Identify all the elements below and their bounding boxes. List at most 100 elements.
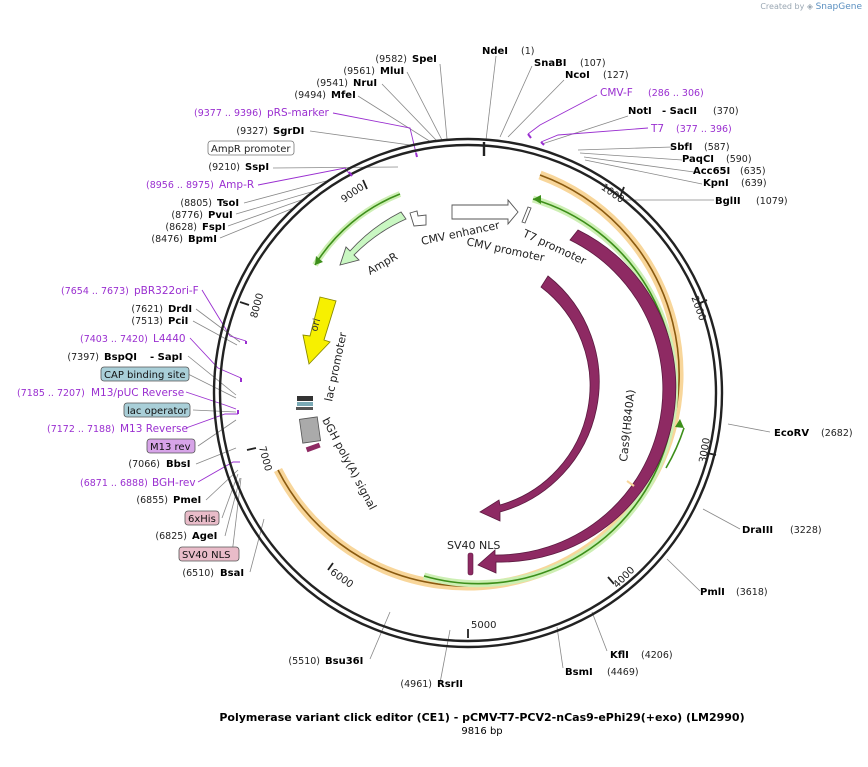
tick-5000: 5000 <box>471 620 496 631</box>
site-bpmi[interactable]: BpmI <box>188 234 217 245</box>
sv40-nls-marker <box>467 552 474 576</box>
site-pos: (1) <box>521 46 534 57</box>
primer-t7[interactable]: T7 <box>650 123 664 135</box>
feature-m13-rev[interactable]: M13 rev <box>150 442 191 453</box>
site-pos: (639) <box>741 178 767 189</box>
branding: Created by ◈ SnapGene <box>760 2 862 12</box>
site-bsai[interactable]: BsaI <box>220 568 244 579</box>
primer-range: (9377 .. 9396) <box>194 108 262 119</box>
primer-m13-reverse[interactable]: M13 Reverse <box>120 423 188 435</box>
plasmid-title: Polymerase variant click editor (CE1) - … <box>219 711 744 724</box>
primer-range: (7172 .. 7188) <box>47 424 115 435</box>
site-pos: (8628) <box>165 222 197 233</box>
site-pos: (1079) <box>756 196 788 207</box>
site-mlui[interactable]: MluI <box>380 66 404 77</box>
site-noti[interactable]: NotI <box>628 106 652 117</box>
site-pvui[interactable]: PvuI <box>208 210 233 221</box>
site-pos: (8776) <box>171 210 203 221</box>
site-kpni[interactable]: KpnI <box>703 178 729 189</box>
orf-green-inner <box>665 427 685 469</box>
leader-lines <box>187 55 771 684</box>
primer-prs-marker[interactable]: pRS-marker <box>267 107 330 119</box>
site-acc65i[interactable]: Acc65I <box>693 166 730 177</box>
site-sspi[interactable]: SspI <box>245 162 269 173</box>
tick-6000: 6000 <box>328 567 355 591</box>
site-sapi[interactable]: - SapI <box>150 352 182 363</box>
cmv-enhancer-arrow <box>409 210 427 227</box>
primer-l4440[interactable]: L4440 <box>153 333 186 345</box>
site-ecorv[interactable]: EcoRV <box>774 428 809 439</box>
site-pos: (6510) <box>182 568 214 579</box>
site-bsu36i[interactable]: Bsu36I <box>325 656 363 667</box>
site-pos: (6825) <box>155 531 187 542</box>
feature-cap-binding-site[interactable]: CAP binding site <box>104 370 186 381</box>
site-pmli[interactable]: PmlI <box>700 587 725 598</box>
site-mfei[interactable]: MfeI <box>331 90 356 101</box>
primer-labels: CMV-F (286 .. 306) T7 (377 .. 396) (9377… <box>17 87 732 489</box>
cas9-arrow <box>479 275 600 522</box>
primer-range: (6871 .. 6888) <box>80 478 148 489</box>
site-pos: (9541) <box>316 78 348 89</box>
site-sacii[interactable]: - SacII <box>662 106 697 117</box>
site-drdi[interactable]: DrdI <box>168 304 192 315</box>
site-bsmi[interactable]: BsmI <box>565 667 593 678</box>
left-sites: (9582) SpeI (9561) MluI (9541) NruI (949… <box>67 54 463 690</box>
site-sgrdi[interactable]: SgrDI <box>273 126 304 137</box>
site-bspqi[interactable]: BspQI <box>104 352 137 363</box>
primer-pbr322ori-f[interactable]: pBR322ori-F <box>134 285 199 297</box>
scale-ticks <box>239 179 717 638</box>
site-draiii[interactable]: DraIII <box>742 525 773 536</box>
site-pos: (4206) <box>641 650 673 661</box>
site-pcii[interactable]: PciI <box>168 316 188 327</box>
feature-sv40-nls[interactable]: SV40 NLS <box>182 550 231 561</box>
site-rsrii[interactable]: RsrII <box>437 679 463 690</box>
site-paqci[interactable]: PaqCI <box>682 154 714 165</box>
site-snabi[interactable]: SnaBI <box>534 58 566 69</box>
lac-op-marker <box>297 402 313 406</box>
site-agei[interactable]: AgeI <box>192 531 217 542</box>
primer-bgh-rev[interactable]: BGH-rev <box>152 477 196 489</box>
site-nrui[interactable]: NruI <box>353 78 377 89</box>
site-pos: (2682) <box>821 428 853 439</box>
site-bglii[interactable]: BglII <box>715 196 741 207</box>
label-ampr: AmpR <box>365 250 400 278</box>
tick-9000: 9000 <box>339 182 366 206</box>
cmv-promoter-arrow <box>451 198 519 226</box>
site-kfli[interactable]: KflI <box>610 650 629 661</box>
label-ori: ori <box>309 317 323 332</box>
primer-range: (8956 .. 8975) <box>146 180 214 191</box>
feature-lac-operator[interactable]: lac operator <box>127 406 188 417</box>
site-pos: (587) <box>704 142 730 153</box>
site-spei[interactable]: SpeI <box>412 54 437 65</box>
site-pos: (5510) <box>288 656 320 667</box>
site-pos: (6855) <box>136 495 168 506</box>
site-pos: (3228) <box>790 525 822 536</box>
t7-promoter-arrow <box>521 206 532 224</box>
site-sbfi[interactable]: SbfI <box>670 142 692 153</box>
site-pos: (9494) <box>294 90 326 101</box>
feature-6xhis[interactable]: 6xHis <box>188 514 216 525</box>
tick-7000: 7000 <box>256 445 273 472</box>
site-pos: (7397) <box>67 352 99 363</box>
primer-m13-puc-reverse[interactable]: M13/pUC Reverse <box>91 387 184 399</box>
boxed-features: AmpR promoter CAP binding site lac opera… <box>100 140 295 562</box>
site-pmei[interactable]: PmeI <box>173 495 201 506</box>
primer-cmv-f[interactable]: CMV-F <box>600 87 633 99</box>
site-pos: (9327) <box>236 126 268 137</box>
site-ndei[interactable]: NdeI <box>482 46 508 57</box>
site-pos: (590) <box>726 154 752 165</box>
primer-range: (7654 .. 7673) <box>61 286 129 297</box>
site-tsoi[interactable]: TsoI <box>217 198 239 209</box>
site-pos: (7066) <box>128 459 160 470</box>
site-bbsi[interactable]: BbsI <box>166 459 190 470</box>
site-pos: (4469) <box>607 667 639 678</box>
primer-amp-r[interactable]: Amp-R <box>219 179 254 191</box>
primer-range: (7403 .. 7420) <box>80 334 148 345</box>
site-pos: (107) <box>580 58 606 69</box>
backbone-inner <box>218 143 718 643</box>
feature-ampr-promoter[interactable]: AmpR promoter <box>211 144 291 155</box>
snapgene-label: SnapGene <box>815 2 862 12</box>
site-ncoi[interactable]: NcoI <box>565 70 590 81</box>
bgh-marker <box>298 416 322 444</box>
site-fspi[interactable]: FspI <box>202 222 226 233</box>
